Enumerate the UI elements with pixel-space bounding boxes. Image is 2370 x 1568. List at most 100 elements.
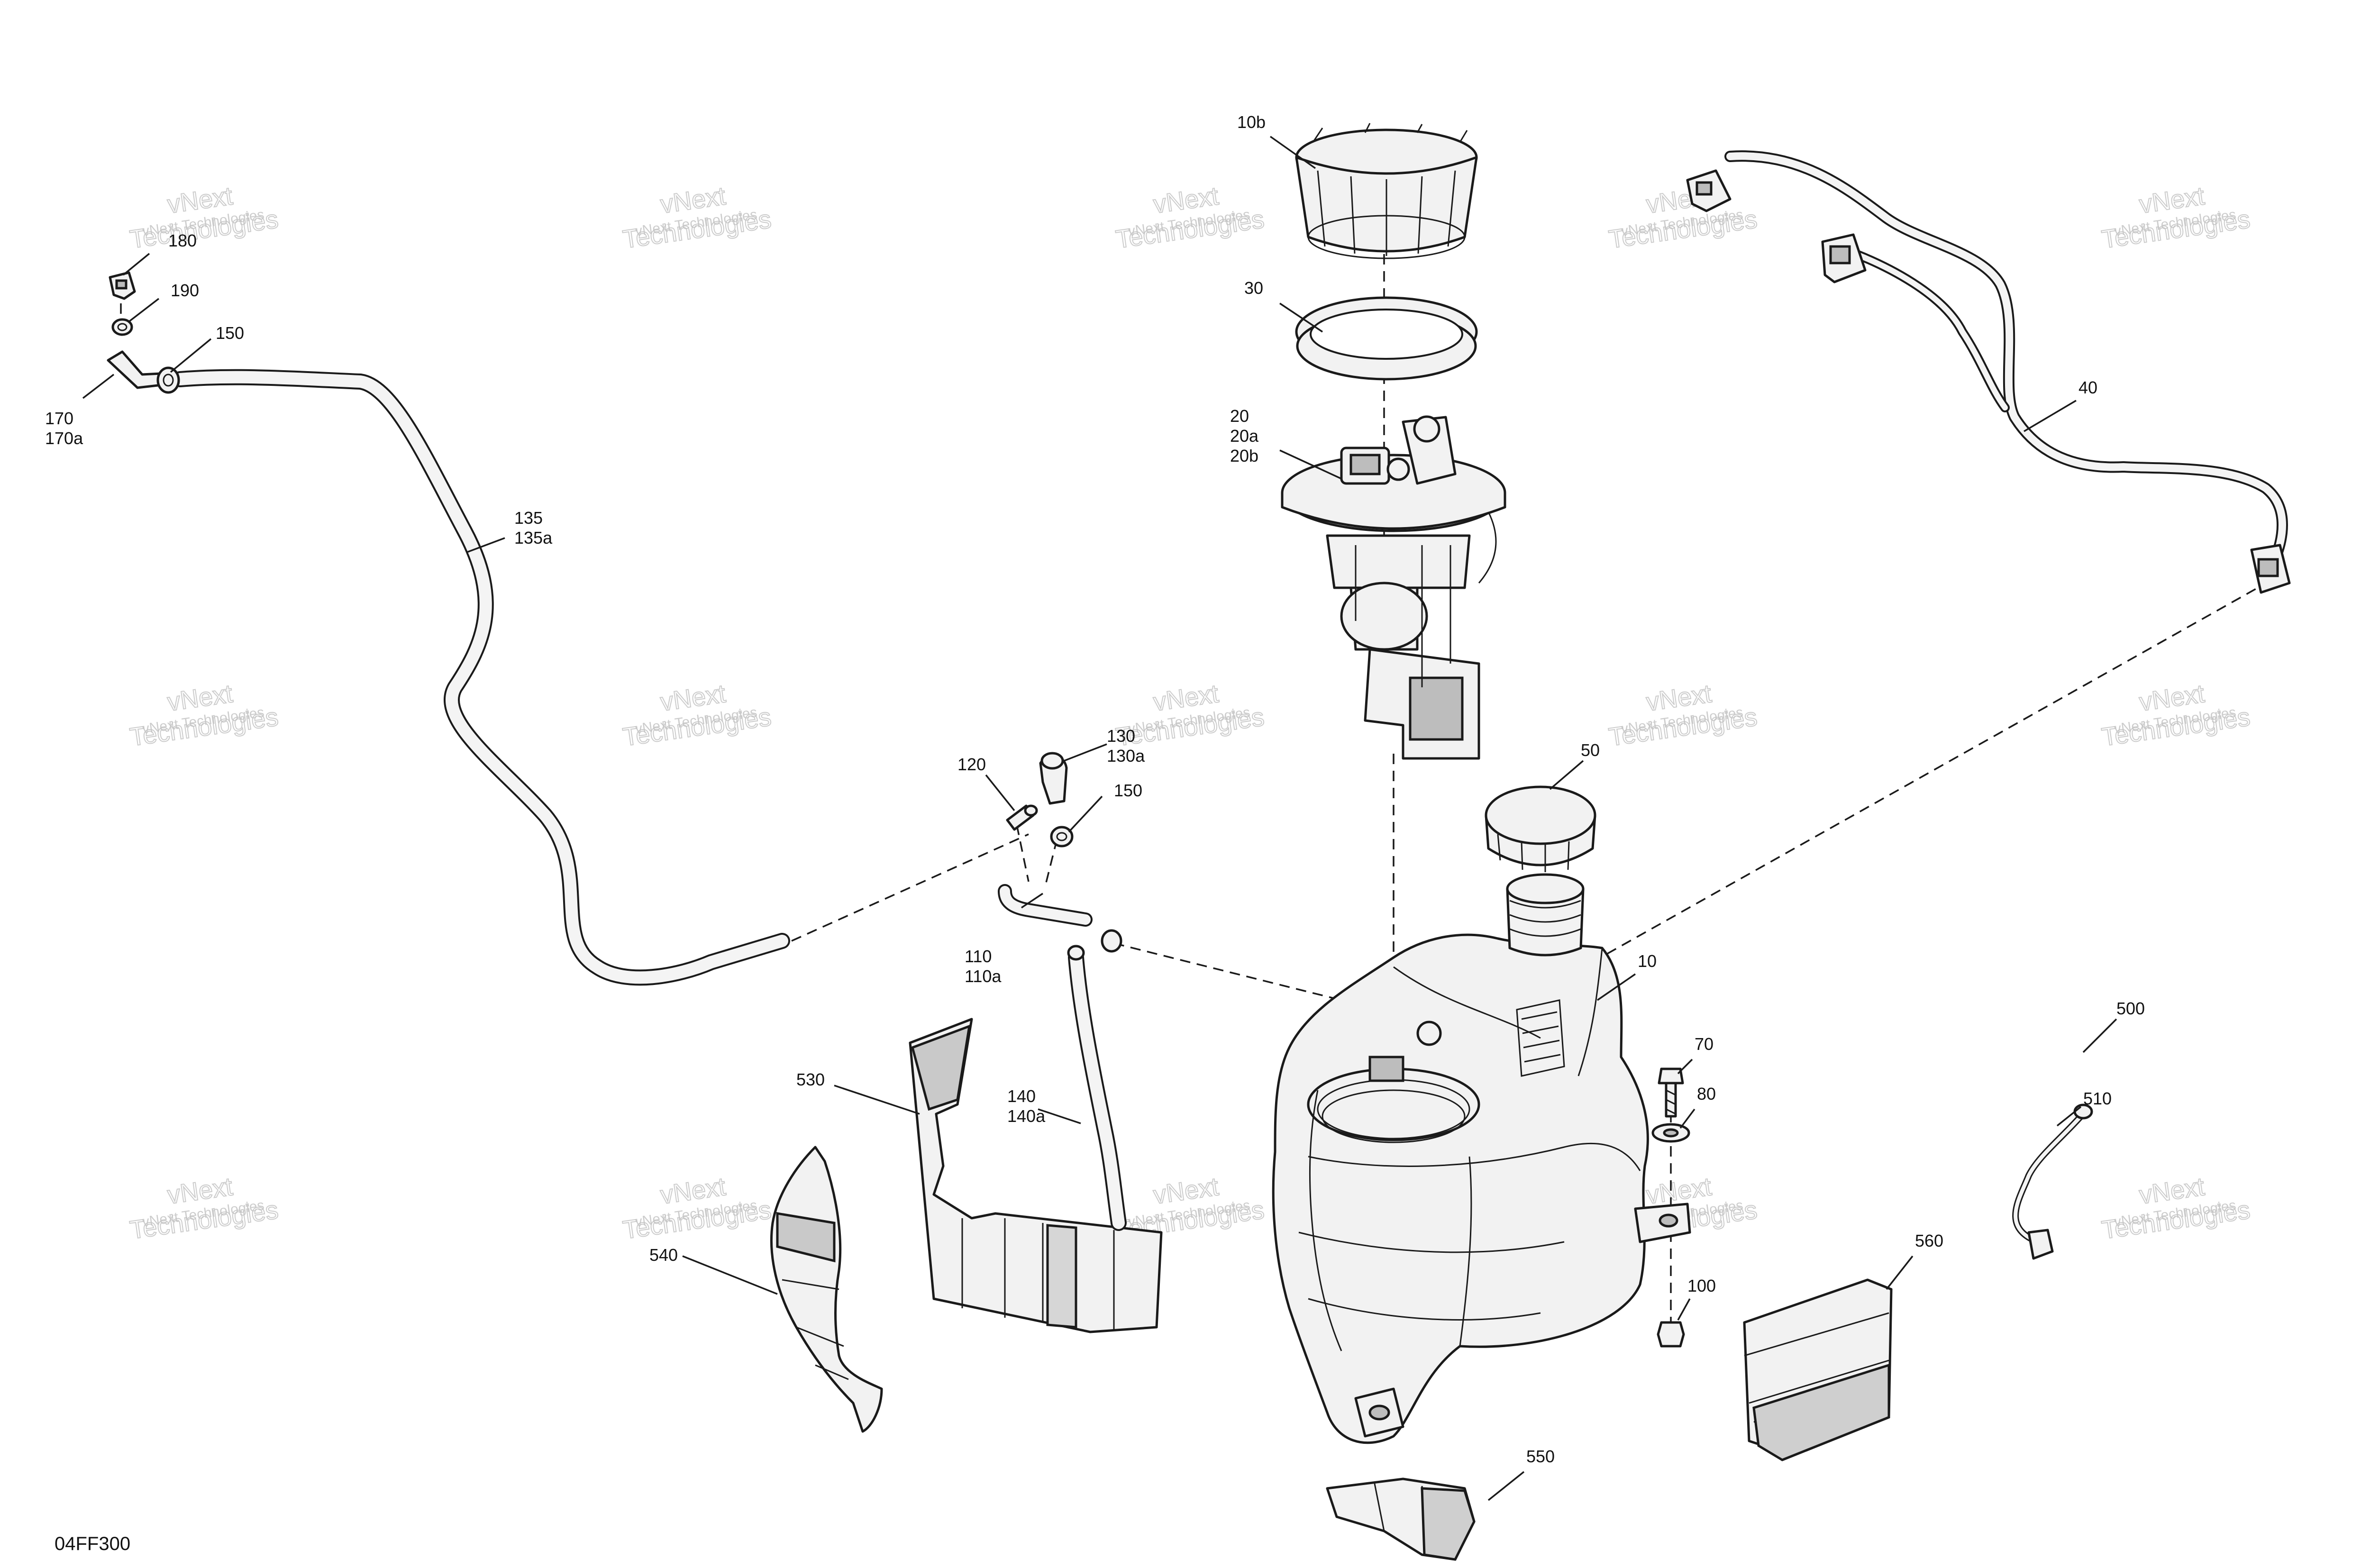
callout-30: 30: [1244, 278, 1263, 298]
callout-550: 550: [1526, 1447, 1555, 1466]
fuel-pump-module-20: [1281, 415, 1506, 760]
callout-line: 50: [1581, 740, 1600, 760]
callout-150-left: 150: [216, 323, 244, 343]
callout-line: 10b: [1237, 112, 1266, 132]
hose-140: [1068, 949, 1127, 1231]
fuel-tank-10: [1272, 873, 1691, 1444]
callout-40: 40: [2078, 378, 2097, 397]
callout-line: 20: [1230, 406, 1249, 426]
callout-line: 190: [171, 281, 199, 300]
callout-line: 70: [1695, 1034, 1714, 1054]
callout-line: 510: [2083, 1089, 2112, 1108]
heat-shield-560: [1743, 1278, 1893, 1461]
callout-line: 150: [216, 323, 244, 343]
callout-line: 140a: [1007, 1106, 1046, 1126]
hose-110: [998, 884, 1093, 927]
elbow-130: [1039, 752, 1068, 805]
callout-line: 540: [649, 1245, 678, 1265]
callout-line: 170: [45, 409, 73, 428]
nut-100: [1657, 1321, 1685, 1348]
callout-line: 150: [1114, 781, 1142, 800]
callout-line: 110a: [965, 966, 1002, 986]
clamp-center-small: [1067, 929, 1122, 961]
elbow-170: [107, 350, 164, 389]
callout-line: 140: [1007, 1086, 1036, 1106]
fuel-cap-50: [1485, 785, 1596, 872]
callout-150-center: 150: [1114, 781, 1142, 800]
callout-line: 20a: [1230, 426, 1259, 446]
wiring-harness-40: [1686, 150, 2291, 594]
ground-cable-500: [2012, 1103, 2093, 1245]
callout-80: 80: [1697, 1084, 1716, 1103]
leader-lines: [82, 136, 2117, 1501]
callout-560: 560: [1915, 1231, 1943, 1250]
valve-120: [1006, 804, 1038, 831]
heat-shield-550: [1326, 1477, 1476, 1561]
callout-line: 110: [965, 947, 992, 966]
lock-ring-10b: [1295, 123, 1478, 259]
heat-shield-530: [909, 1018, 1163, 1333]
gasket-30: [1295, 296, 1478, 381]
hose-135: [172, 369, 790, 986]
callout-510: 510: [2083, 1089, 2112, 1108]
callout-line: 120: [957, 755, 986, 774]
callout-50: 50: [1581, 740, 1600, 760]
fitting-180: [109, 271, 136, 300]
callout-line: 135: [514, 508, 543, 528]
callout-line: 100: [1687, 1276, 1716, 1295]
heat-shield-540: [770, 1146, 883, 1433]
callout-line: 80: [1697, 1084, 1716, 1103]
assembly-lines: [120, 237, 2271, 1322]
diagram-reference-code: 04FF300: [55, 1533, 130, 1554]
ring-190: [111, 318, 133, 336]
callout-line: 500: [2116, 999, 2145, 1018]
callout-line: 130a: [1107, 746, 1145, 766]
clamp-150-center: [1050, 826, 1074, 848]
callout-line: 560: [1915, 1231, 1943, 1250]
callout-line: 40: [2078, 378, 2097, 397]
callout-line: 180: [168, 231, 197, 250]
callout-120: 120: [957, 755, 986, 774]
callout-70: 70: [1695, 1034, 1714, 1054]
callout-line: 10: [1638, 951, 1657, 971]
callout-100: 100: [1687, 1276, 1716, 1295]
callout-line: 170a: [45, 428, 83, 448]
callout-530: 530: [796, 1070, 825, 1089]
callout-500: 500: [2116, 999, 2145, 1018]
callout-line: 30: [1244, 278, 1263, 298]
callout-line: 135a: [514, 528, 553, 547]
callout-540: 540: [649, 1245, 678, 1265]
callout-180: 180: [168, 231, 197, 250]
terminal-510: [2027, 1229, 2054, 1260]
callout-line: 550: [1526, 1447, 1555, 1466]
callout-10: 10: [1638, 951, 1657, 971]
callout-line: 530: [796, 1070, 825, 1089]
callout-line: 130: [1107, 726, 1135, 746]
callout-190: 190: [171, 281, 199, 300]
callout-10b: 10b: [1237, 112, 1266, 132]
washer-80: [1651, 1123, 1690, 1143]
clamp-150-left: [156, 366, 180, 394]
bolt-70: [1658, 1067, 1684, 1118]
